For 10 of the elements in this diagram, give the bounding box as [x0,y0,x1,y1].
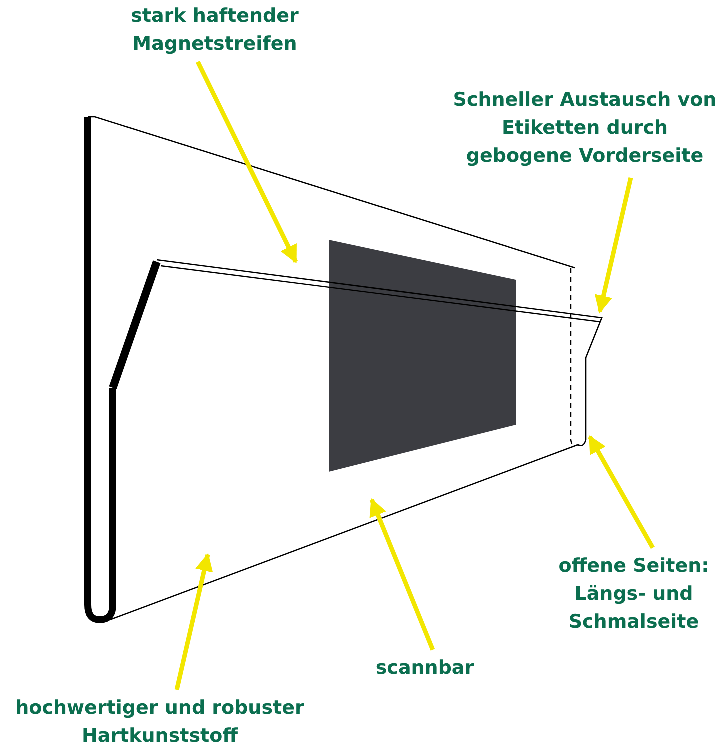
callout-text: stark haftender Magnetstreifen [100,2,330,58]
leader-arrow [588,435,655,550]
leader-arrow [196,61,298,264]
callout-text: Schneller Austausch von Etiketten durch gebogene Vorderseite [450,86,720,170]
leader-arrow [594,178,634,314]
callout-text: offene Seiten: Längs- und Schmalseite [548,552,720,636]
leader-arrow [370,498,436,651]
callout-text: scannbar [360,654,490,682]
callout-text: hochwertiger und robuster Hartkunststoff [0,694,320,750]
leader-arrow [174,553,214,690]
